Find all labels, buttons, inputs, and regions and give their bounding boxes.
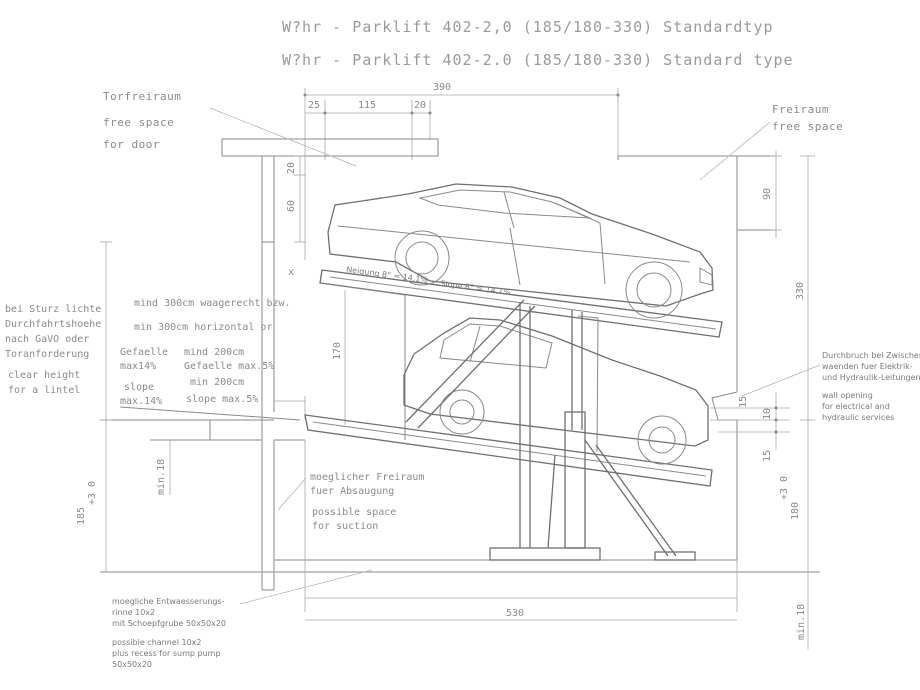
- driveway: [100, 396, 306, 441]
- upper-car: [327, 183, 714, 319]
- right-dim-330: 330: [795, 155, 815, 421]
- horizontal-note: mind 300cm waagerecht bzw. min 300cm hor…: [134, 298, 291, 333]
- svg-text:min 300cm horizontal or: min 300cm horizontal or: [134, 322, 272, 333]
- channel-note: moegliche Entwaesserungs- rinne 10x2 mit…: [112, 569, 373, 669]
- incline-label-en: Slope 8° = 14,1%: [440, 279, 512, 297]
- lift-mechanism: [405, 299, 696, 561]
- right-wall: [711, 230, 738, 560]
- door-space-label: Torfreiraum free space for door: [103, 90, 357, 167]
- dim-530-label: 530: [506, 608, 524, 619]
- dim-min18-right-label: min.18: [796, 604, 807, 640]
- svg-text:rinne 10x2: rinne 10x2: [112, 608, 155, 617]
- svg-text:slope: slope: [124, 382, 154, 393]
- right-dim-min18: min.18: [796, 572, 809, 650]
- top-dimension-390: 390: [303, 82, 620, 260]
- svg-text:min 200cm: min 200cm: [190, 377, 244, 388]
- dim-185-label: 185: [76, 507, 87, 525]
- pit-width-dim: 530: [304, 440, 738, 621]
- dim-90-label: 90: [762, 188, 773, 200]
- svg-text:Freiraum: Freiraum: [772, 103, 829, 116]
- svg-text:for suction: for suction: [312, 521, 378, 532]
- title-english: W?hr - Parklift 402-2.0 (185/180-330) St…: [282, 51, 794, 69]
- svg-text:und Hydraulik-Leitungen: und Hydraulik-Leitungen: [822, 373, 920, 382]
- wall-opening-note: Durchbruch bei Zwischen- waenden fuer El…: [741, 351, 920, 422]
- dim-15-upper-label: 15: [738, 396, 749, 408]
- dim-115-label: 115: [358, 100, 376, 111]
- svg-text:Torfreiraum: Torfreiraum: [103, 90, 181, 103]
- dim-170: 170: [332, 290, 346, 425]
- lower-car: [403, 317, 709, 465]
- dim-170-label: 170: [332, 342, 343, 360]
- dim-25-label: 25: [308, 100, 320, 111]
- svg-text:for electrical and: for electrical and: [822, 402, 890, 411]
- svg-text:Durchbruch bei Zwischen-: Durchbruch bei Zwischen-: [822, 351, 920, 360]
- svg-text:mind 300cm waagerecht bzw.: mind 300cm waagerecht bzw.: [134, 298, 291, 309]
- small-x-mark: x: [288, 267, 294, 278]
- right-ceiling: [617, 155, 776, 231]
- slope-14-note: Gefaelle max14% slope max.14%: [120, 347, 168, 407]
- svg-text:wall opening: wall opening: [822, 391, 873, 400]
- left-vertical-dims: 20 60 x: [286, 155, 306, 278]
- svg-text:for door: for door: [103, 138, 160, 151]
- svg-text:possible channel 10x2: possible channel 10x2: [112, 638, 202, 647]
- left-dim-min18: min.18: [156, 440, 171, 495]
- title-german: W?hr - Parklift 402-2,0 (185/180-330) St…: [282, 18, 774, 36]
- right-dim-180: 180 +3 0: [779, 420, 809, 572]
- svg-text:moegliche Entwaesserungs-: moegliche Entwaesserungs-: [112, 597, 225, 606]
- dim-20-side-label: 20: [286, 162, 297, 174]
- dim-20-top-label: 20: [414, 100, 426, 111]
- svg-text:Gefaelle: Gefaelle: [120, 347, 168, 358]
- svg-text:clear height: clear height: [8, 370, 80, 381]
- dim-60-label: 60: [286, 200, 297, 212]
- left-dim-185: 185 +3 0: [76, 241, 112, 573]
- lower-platform: [304, 414, 713, 487]
- dim-180-label: 180: [790, 502, 801, 520]
- svg-text:plus recess for sump pump: plus recess for sump pump: [112, 649, 221, 658]
- svg-text:waenden fuer Elektrik-: waenden fuer Elektrik-: [822, 362, 913, 371]
- right-dim-90: 90: [762, 150, 782, 238]
- svg-text:hydraulic services: hydraulic services: [822, 413, 894, 422]
- dim-min18-left-label: min.18: [156, 459, 167, 495]
- svg-text:possible space: possible space: [312, 507, 396, 518]
- dim-10-label: 10: [762, 408, 773, 420]
- svg-text:mit Schoepfgrube 50x50x20: mit Schoepfgrube 50x50x20: [112, 619, 226, 628]
- dim-330-label: 330: [795, 282, 806, 300]
- svg-text:nach GaVO oder: nach GaVO oder: [5, 334, 89, 345]
- svg-text:Durchfahrtshoehe: Durchfahrtshoehe: [5, 319, 101, 330]
- svg-text:Toranforderung: Toranforderung: [5, 349, 89, 360]
- svg-text:mind 200cm: mind 200cm: [184, 347, 244, 358]
- svg-text:50x50x20: 50x50x20: [112, 660, 152, 669]
- dim-390-label: 390: [433, 82, 451, 93]
- svg-text:max.14%: max.14%: [120, 396, 162, 407]
- svg-text:Gefaelle max.5%: Gefaelle max.5%: [184, 361, 274, 372]
- upper-platform: [319, 269, 723, 453]
- svg-text:slope max.5%: slope max.5%: [186, 394, 258, 405]
- dim-15-lower-label: 15: [762, 450, 773, 462]
- svg-text:free space: free space: [103, 116, 174, 129]
- top-dimension-segments: 25 115 20: [305, 100, 432, 160]
- incline-label-de: Neigung 8° = 14,1%: [346, 265, 429, 285]
- lintel-note: bei Sturz lichte Durchfahrtshoehe nach G…: [5, 304, 101, 396]
- right-small-dims: 15 10 15: [710, 392, 790, 462]
- svg-text:max14%: max14%: [120, 361, 156, 372]
- free-space-label: Freiraum free space: [699, 103, 843, 181]
- svg-text:moeglicher Freiraum: moeglicher Freiraum: [310, 472, 424, 483]
- slope-5-note: mind 200cm Gefaelle max.5% min 200cm slo…: [184, 347, 274, 405]
- svg-text:free space: free space: [772, 120, 843, 133]
- pit: [100, 439, 820, 591]
- svg-text:fuer Absaugung: fuer Absaugung: [310, 486, 394, 497]
- dim-180-tolerance: +3 0: [779, 476, 790, 500]
- dim-185-tolerance: +3 0: [87, 481, 98, 505]
- suction-note: moeglicher Freiraum fuer Absaugung possi…: [277, 472, 424, 532]
- svg-text:bei Sturz lichte: bei Sturz lichte: [5, 304, 101, 315]
- left-wall: [261, 241, 275, 440]
- svg-text:for a lintel: for a lintel: [8, 385, 80, 396]
